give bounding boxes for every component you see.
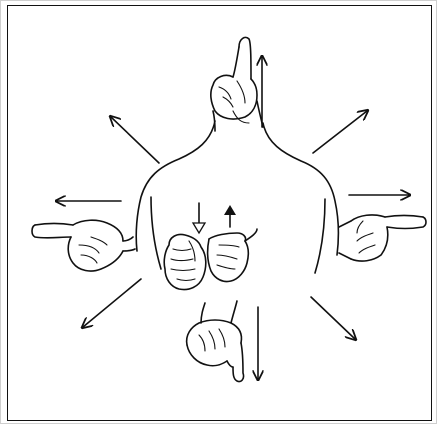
open-hand-icon xyxy=(208,229,257,282)
arrow-down-right-icon xyxy=(311,297,355,339)
arrow-down-left-icon xyxy=(83,279,141,327)
index-finger-pointing-down-icon xyxy=(187,301,244,382)
arrow-up-left-icon xyxy=(111,117,159,163)
solid-arrow-up-icon xyxy=(224,205,236,227)
finger-pointing-left-icon xyxy=(32,220,135,271)
hollow-arrow-down-icon xyxy=(193,203,205,233)
arrow-up-right-icon xyxy=(313,111,367,153)
fist-icon xyxy=(164,234,206,289)
finger-pointing-right-icon xyxy=(339,215,426,261)
